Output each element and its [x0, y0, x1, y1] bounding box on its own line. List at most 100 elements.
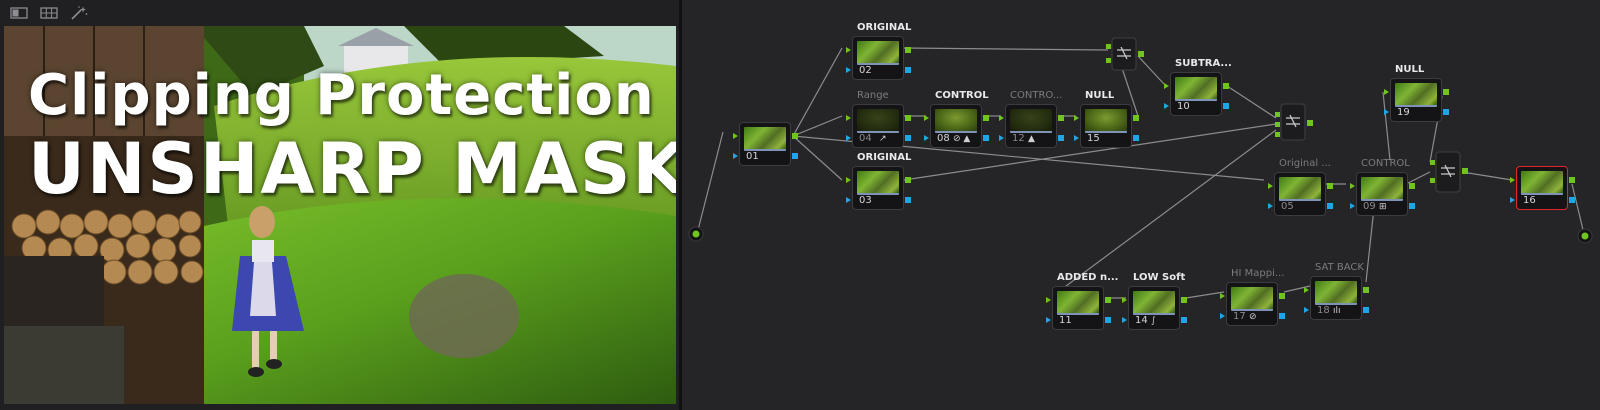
alpha-output-pin[interactable]	[905, 67, 911, 73]
alpha-output-pin[interactable]	[1327, 203, 1333, 209]
rgb-input-pin[interactable]	[846, 177, 851, 183]
node-05[interactable]: Original ... 05	[1268, 158, 1333, 216]
rgb-input-pin[interactable]	[1046, 297, 1051, 303]
alpha-input-pin[interactable]	[1220, 313, 1225, 319]
rgb-output-pin[interactable]	[1105, 297, 1111, 303]
alpha-input-pin[interactable]	[846, 135, 851, 141]
rgb-input-pin[interactable]	[1122, 297, 1127, 303]
alpha-output-pin[interactable]	[1105, 317, 1111, 323]
rgb-input-pin[interactable]	[733, 133, 738, 139]
alpha-output-pin[interactable]	[1181, 317, 1187, 323]
node-19[interactable]: NULL 19	[1384, 64, 1449, 122]
alpha-input-pin[interactable]	[999, 135, 1004, 141]
alpha-input-pin[interactable]	[733, 153, 738, 159]
rgb-output-pin[interactable]	[983, 115, 989, 121]
node-thumbnail	[1231, 287, 1273, 311]
rgb-output-pin[interactable]	[792, 133, 798, 139]
node-tools-icon: ⊞	[1379, 202, 1387, 212]
rgb-input-pin[interactable]	[1074, 115, 1079, 121]
alpha-input-pin[interactable]	[1510, 197, 1515, 203]
alpha-input-pin[interactable]	[1304, 307, 1309, 313]
alpha-output-pin[interactable]	[1363, 307, 1369, 313]
alpha-output-pin[interactable]	[1569, 197, 1575, 203]
node-thumbnail	[744, 127, 786, 151]
alpha-output-pin[interactable]	[983, 135, 989, 141]
rgb-output-pin[interactable]	[1409, 183, 1415, 189]
node-03[interactable]: ORIGINAL 03	[846, 152, 911, 210]
alpha-input-pin[interactable]	[1268, 203, 1273, 209]
alpha-output-pin[interactable]	[1443, 109, 1449, 115]
rgb-input-pin[interactable]	[1304, 287, 1309, 293]
node-18[interactable]: SAT BACK 18 ılı	[1304, 262, 1369, 320]
panel-divider[interactable]	[679, 0, 682, 410]
node-label: LOW Soft	[1133, 272, 1186, 283]
rgb-input-pin[interactable]	[1164, 83, 1169, 89]
rgb-output-pin[interactable]	[1133, 115, 1139, 121]
rgb-input-pin[interactable]	[1384, 89, 1389, 95]
alpha-input-pin[interactable]	[924, 135, 929, 141]
node-09[interactable]: CONTROL 09 ⊞	[1350, 158, 1415, 216]
single-viewer-icon[interactable]	[10, 5, 28, 19]
alpha-output-pin[interactable]	[1133, 135, 1139, 141]
alpha-output-pin[interactable]	[792, 153, 798, 159]
node-01[interactable]: 01	[733, 122, 798, 166]
node-number: 19	[1397, 107, 1410, 118]
rgb-input-pin[interactable]	[1268, 183, 1273, 189]
alpha-output-pin[interactable]	[1058, 135, 1064, 141]
alpha-output-pin[interactable]	[1223, 103, 1229, 109]
node-08[interactable]: CONTROL 08 ⊘ ▲	[924, 90, 989, 148]
rgb-output-pin[interactable]	[1327, 183, 1333, 189]
magic-wand-icon[interactable]	[70, 5, 88, 20]
alpha-output-pin[interactable]	[905, 197, 911, 203]
rgb-output-pin[interactable]	[1443, 89, 1449, 95]
node-04[interactable]: Range 04 ↗	[846, 90, 911, 148]
node-number: 18	[1317, 305, 1330, 316]
rgb-output-pin[interactable]	[1279, 293, 1285, 299]
alpha-input-pin[interactable]	[1122, 317, 1127, 323]
alpha-output-pin[interactable]	[1279, 313, 1285, 319]
rgb-input-pin[interactable]	[1510, 177, 1515, 183]
node-17[interactable]: HI Mappi... 17 ⊘	[1220, 268, 1285, 326]
rgb-input-pin[interactable]	[999, 115, 1004, 121]
node-thumbnail	[1395, 83, 1437, 107]
node-number: 15	[1087, 133, 1100, 144]
alpha-input-pin[interactable]	[1350, 203, 1355, 209]
node-14[interactable]: LOW Soft 14 ∫	[1122, 272, 1187, 330]
rgb-output-pin[interactable]	[905, 47, 911, 53]
rgb-output-pin[interactable]	[905, 115, 911, 121]
alpha-input-pin[interactable]	[846, 67, 851, 73]
node-11[interactable]: ADDED n... 11	[1046, 272, 1118, 330]
alpha-input-pin[interactable]	[846, 197, 851, 203]
node-02[interactable]: ORIGINAL 02	[846, 22, 911, 80]
rgb-output-pin[interactable]	[1223, 83, 1229, 89]
rgb-input-pin[interactable]	[1350, 183, 1355, 189]
rgb-input-pin[interactable]	[924, 115, 929, 121]
node-12[interactable]: CONTRO... 12 ▲	[999, 90, 1064, 148]
node-15[interactable]: NULL 15	[1074, 90, 1139, 148]
grid-viewer-icon[interactable]	[40, 5, 58, 19]
node-16[interactable]: 16	[1510, 166, 1575, 210]
node-editor-panel[interactable]	[682, 0, 1600, 410]
alpha-output-pin[interactable]	[1409, 203, 1415, 209]
node-number: 17	[1233, 311, 1246, 322]
alpha-input-pin[interactable]	[1384, 109, 1389, 115]
rgb-input-pin[interactable]	[1220, 293, 1225, 299]
node-10[interactable]: SUBTRA... 10	[1164, 58, 1232, 116]
rgb-output-pin[interactable]	[905, 177, 911, 183]
rgb-output-pin[interactable]	[1181, 297, 1187, 303]
node-number: 14	[1135, 315, 1148, 326]
alpha-input-pin[interactable]	[1164, 103, 1169, 109]
alpha-input-pin[interactable]	[1046, 317, 1051, 323]
rgb-input-pin[interactable]	[846, 115, 851, 121]
rgb-output-pin[interactable]	[1363, 287, 1369, 293]
node-number: 08	[937, 133, 950, 144]
node-thumbnail	[1279, 177, 1321, 201]
node-thumbnail	[1361, 177, 1403, 201]
alpha-input-pin[interactable]	[1074, 135, 1079, 141]
alpha-output-pin[interactable]	[905, 135, 911, 141]
node-thumbnail	[857, 41, 899, 65]
rgb-output-pin[interactable]	[1058, 115, 1064, 121]
rgb-input-pin[interactable]	[846, 47, 851, 53]
node-label: CONTRO...	[1010, 90, 1063, 101]
rgb-output-pin[interactable]	[1569, 177, 1575, 183]
